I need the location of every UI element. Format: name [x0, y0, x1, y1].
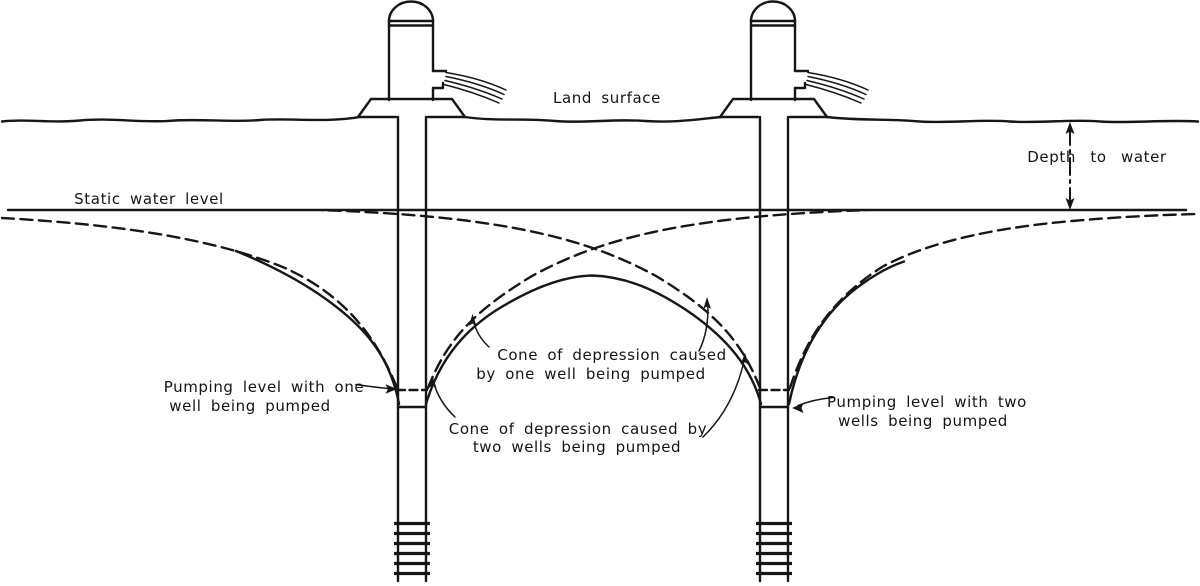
arrow-up-icon — [429, 376, 437, 388]
combined-cone-right — [787, 260, 906, 406]
annotation-arrows — [355, 297, 834, 438]
cone-well1-left-branch — [0, 216, 399, 390]
combined-cone-left — [234, 249, 401, 406]
pump-dome-2 — [749, 0, 797, 23]
pump-base-2 — [718, 97, 829, 119]
static-water-level-label: Static water level — [74, 190, 224, 208]
water-stream-2 — [805, 71, 869, 104]
well-screen-1 — [394, 521, 430, 576]
pump-band-2 — [749, 19, 797, 27]
pump-body-1 — [387, 19, 435, 102]
arrow-right-icon — [385, 384, 397, 394]
depth-to-water-label: Depth to water — [1027, 148, 1167, 166]
pumping-level-one-label-line2: well being pumped — [169, 397, 330, 415]
cone-well1-right-branch — [426, 209, 868, 390]
cone-one-well-curves — [0, 209, 1200, 390]
water-stream-line — [445, 71, 507, 91]
well-casing-2 — [758, 115, 790, 583]
leader-cone-two-left — [432, 381, 456, 418]
leader-cone-two-right — [702, 358, 746, 438]
water-stream-line — [806, 79, 865, 100]
well-casing-1 — [396, 115, 428, 583]
well-screen-2 — [756, 521, 792, 576]
arrow-left-icon — [792, 403, 804, 413]
water-stream-line — [805, 83, 862, 104]
water-stream-line — [443, 83, 500, 104]
cone-two-wells-label-line1: Cone of depression caused by — [449, 420, 707, 438]
arrow-up-icon — [1065, 122, 1075, 134]
arrow-up-icon — [469, 314, 477, 326]
land-surface-label: Land surface — [553, 89, 661, 107]
depth-to-water-arrow — [1065, 122, 1075, 210]
pump-band-1 — [387, 19, 435, 27]
labels: Land surface Static water level Depth to… — [74, 89, 1167, 456]
cone-well2-left-branch — [320, 209, 762, 390]
land-surface-segment-right — [825, 115, 1200, 124]
land-surface-segment-left — [0, 116, 360, 123]
well-2 — [718, 0, 869, 583]
water-stream-line — [807, 75, 867, 96]
cone-two-wells-label-line2: two wells being pumped — [473, 438, 681, 456]
water-stream-line — [807, 71, 869, 91]
cone-two-wells-curve — [234, 249, 906, 406]
cone-well2-right-branch — [788, 212, 1200, 390]
pump-spout-2 — [793, 69, 810, 90]
cone-one-well-label-line1: Cone of depression caused — [497, 346, 726, 364]
pump-dome-1 — [387, 0, 435, 23]
pump-body-2 — [749, 19, 797, 102]
water-stream-line — [444, 79, 503, 100]
water-stream-line — [445, 75, 505, 96]
water-stream-1 — [443, 71, 507, 104]
pump-base-1 — [356, 97, 467, 119]
cone-one-well-label-line2: by one well being pumped — [476, 365, 705, 383]
pumping-level-one-label-line1: Pumping level with one — [164, 378, 365, 396]
land-surface-line — [0, 115, 1200, 124]
combined-cone-middle — [424, 274, 763, 406]
pump-spout-1 — [431, 69, 448, 90]
pumping-level-two-label-line2: wells being pumped — [838, 412, 1008, 430]
leader-cone-one-right — [698, 302, 709, 352]
arrow-up-icon — [740, 353, 749, 365]
arrow-down-icon — [1065, 198, 1075, 210]
land-surface-segment-middle — [463, 115, 723, 123]
pumping-level-two-label-line1: Pumping level with two — [827, 393, 1027, 411]
well-1 — [356, 0, 507, 583]
arrow-up-icon — [703, 297, 711, 309]
